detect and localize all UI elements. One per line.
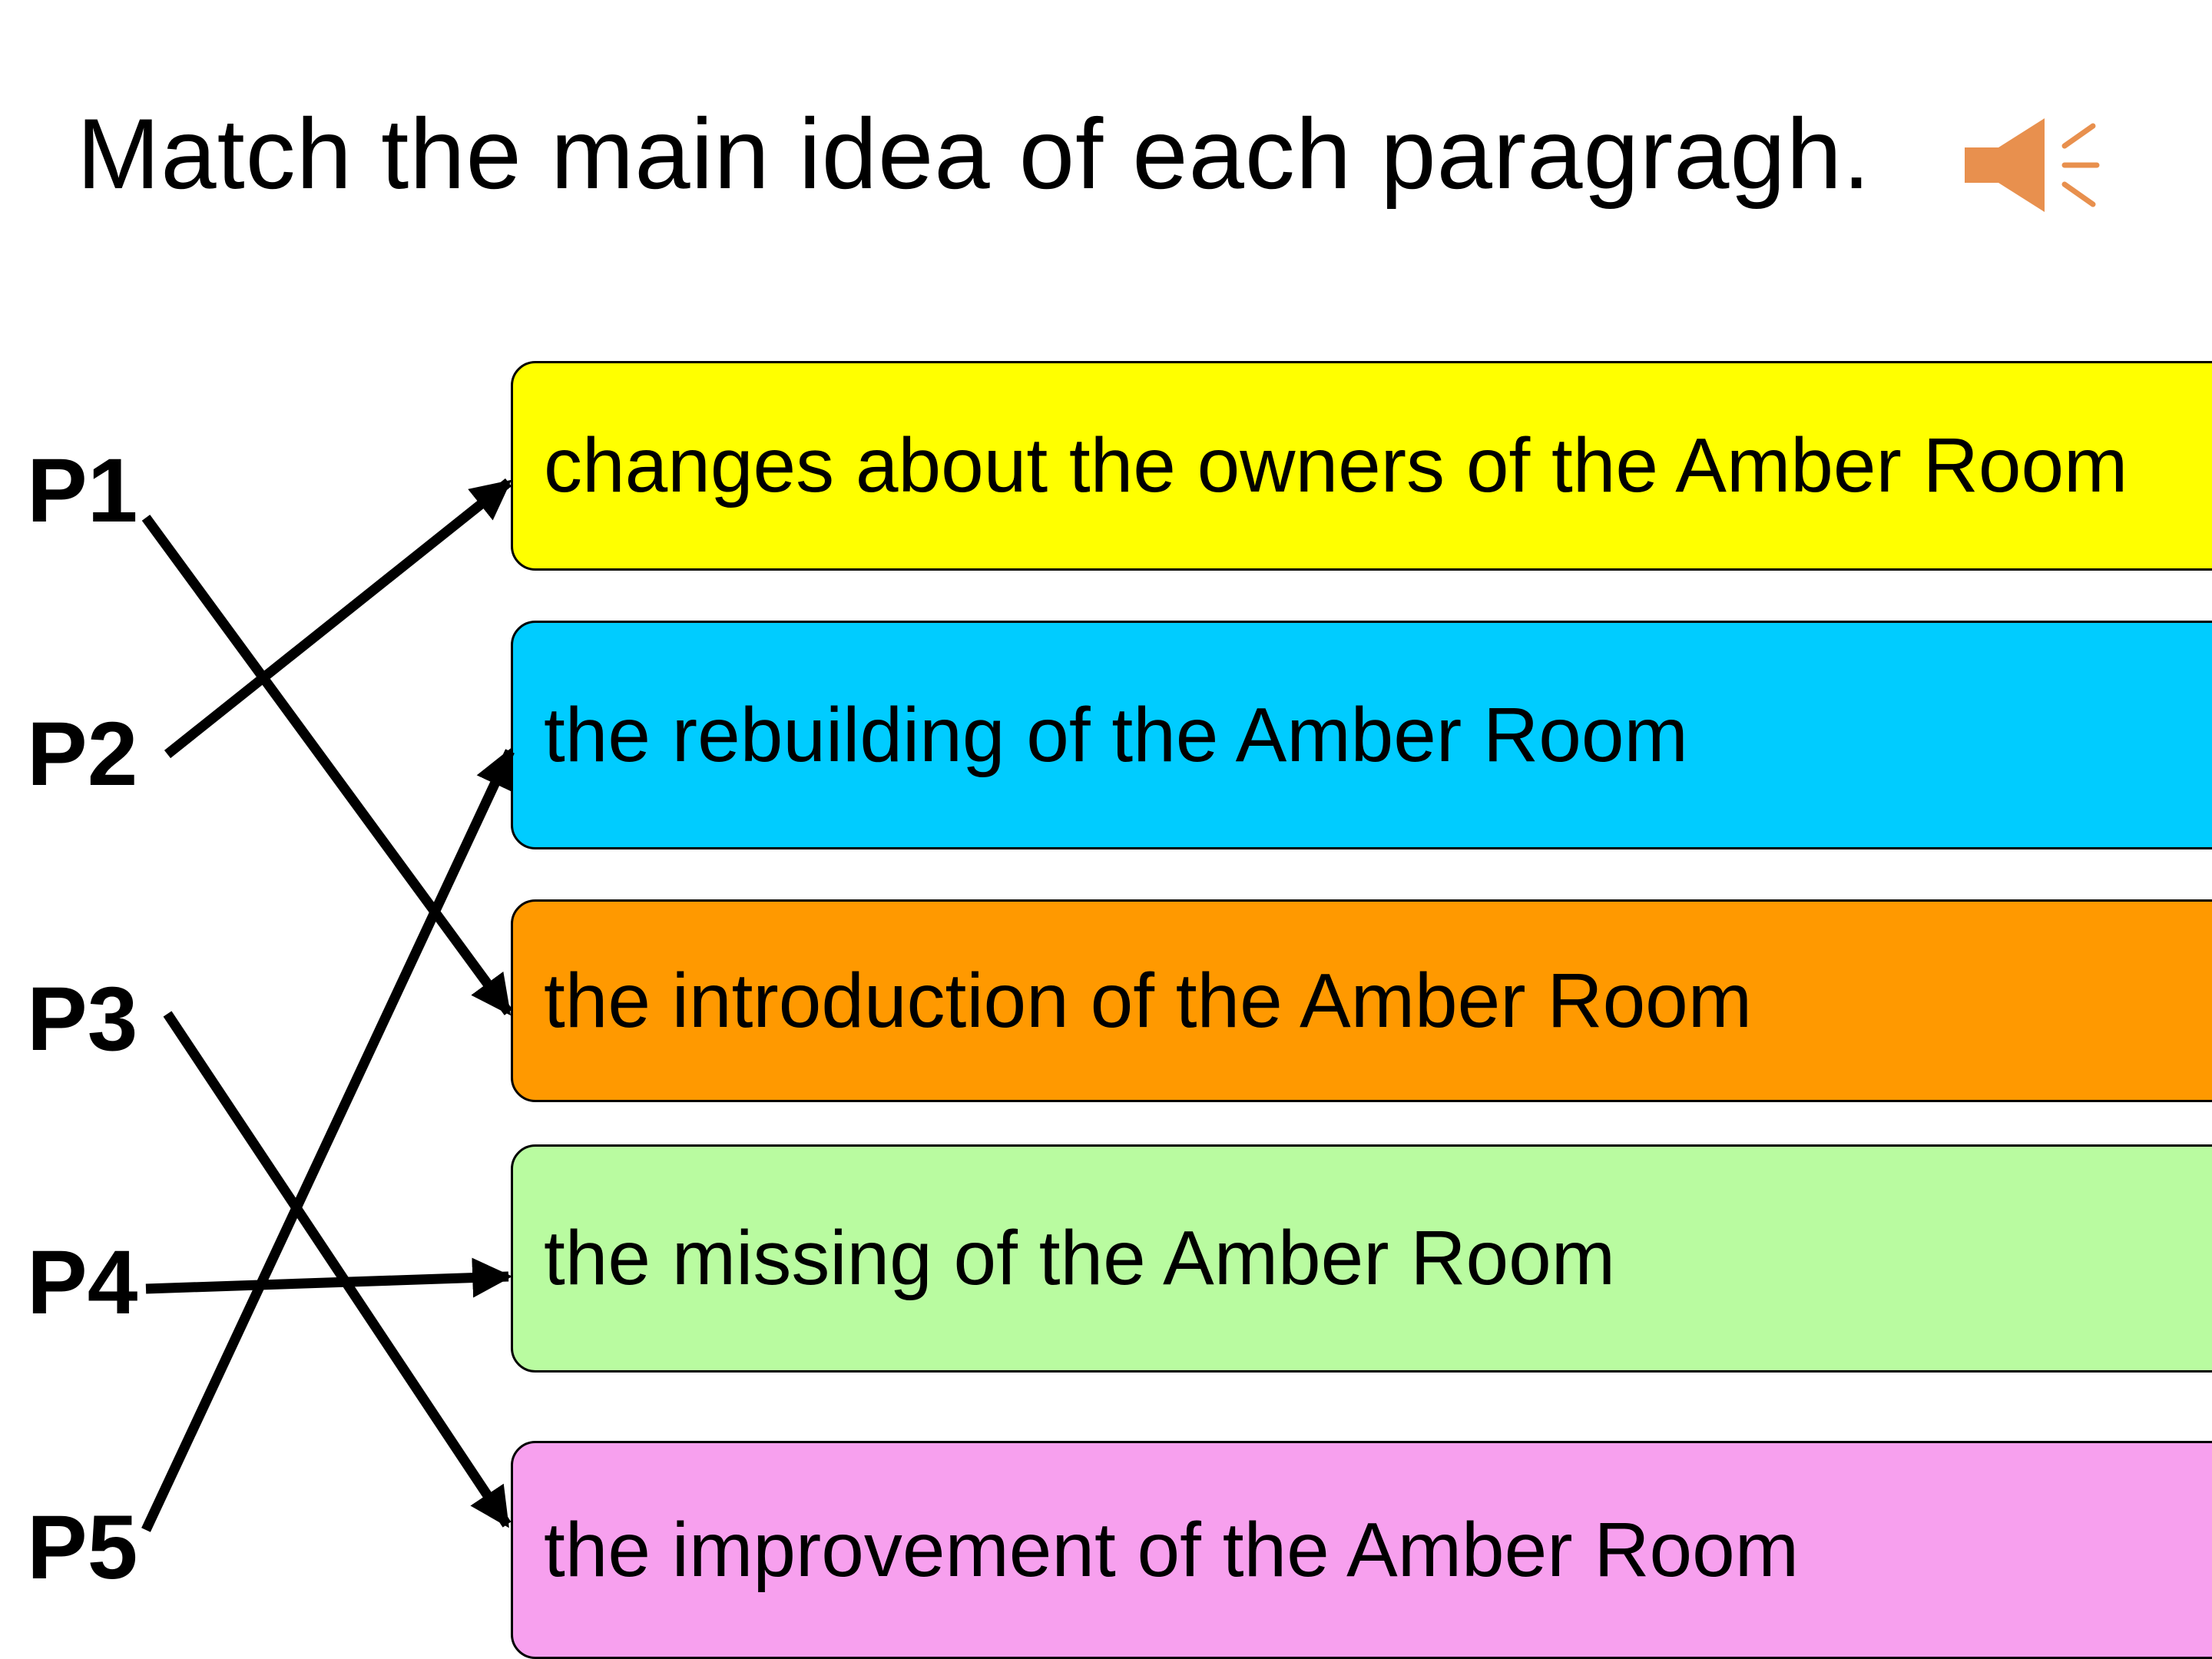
option-box-improvement[interactable]: the improvement of the Amber Room bbox=[511, 1441, 2212, 1659]
arrow-p2 bbox=[164, 478, 512, 759]
option-text-rebuilding: the rebuilding of the Amber Room bbox=[544, 691, 1688, 778]
speaker-icon[interactable] bbox=[1959, 115, 2112, 215]
arrow-p1 bbox=[141, 515, 513, 1016]
paragraph-label-p1: P1 bbox=[27, 440, 138, 541]
paragraph-label-p4: P4 bbox=[27, 1232, 138, 1333]
paragraph-label-p3: P3 bbox=[27, 969, 138, 1070]
paragraph-label-p5: P5 bbox=[27, 1497, 138, 1598]
paragraph-label-p2: P2 bbox=[27, 704, 138, 805]
arrow-p5 bbox=[141, 747, 515, 1532]
option-box-rebuilding[interactable]: the rebuilding of the Amber Room bbox=[511, 621, 2212, 849]
arrow-p3 bbox=[163, 1011, 512, 1528]
option-text-introduction: the introduction of the Amber Room bbox=[544, 957, 1753, 1044]
page-title: Match the main idea of each paragragh. bbox=[77, 98, 1872, 210]
option-box-owners[interactable]: changes about the owners of the Amber Ro… bbox=[511, 361, 2212, 571]
option-text-missing: the missing of the Amber Room bbox=[544, 1215, 1616, 1301]
option-box-introduction[interactable]: the introduction of the Amber Room bbox=[511, 899, 2212, 1102]
arrow-p4 bbox=[145, 1257, 513, 1298]
option-box-missing[interactable]: the missing of the Amber Room bbox=[511, 1144, 2212, 1373]
option-text-owners: changes about the owners of the Amber Ro… bbox=[544, 422, 2128, 508]
option-text-improvement: the improvement of the Amber Room bbox=[544, 1506, 1800, 1593]
